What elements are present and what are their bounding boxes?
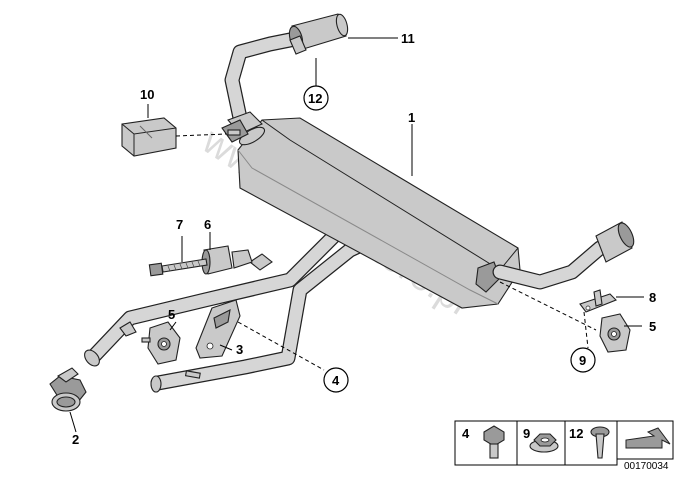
bolt-m8 <box>148 258 208 277</box>
legend-label-4: 4 <box>462 426 470 441</box>
callout-1: 1 <box>408 110 415 125</box>
legend-box-12 <box>564 420 618 466</box>
pipe-clamp <box>49 367 87 412</box>
legend-box-4 <box>454 420 518 466</box>
callout-12: 12 <box>308 91 322 106</box>
callout-9-circle <box>570 347 596 373</box>
bracket <box>184 299 241 379</box>
insulation-block <box>121 117 177 157</box>
doc-number: 00170034 <box>624 461 669 472</box>
callout-4-circle <box>323 367 349 393</box>
leader-lines <box>69 37 644 433</box>
legend-label-9: 9 <box>523 426 530 441</box>
mounting-bracket-right <box>579 289 617 313</box>
hex-nut-icon <box>529 433 559 453</box>
screw-icon <box>590 426 610 459</box>
upper-tail-pipe <box>224 13 349 126</box>
rear-tail-pipe <box>492 221 635 290</box>
hex-bolt-icon <box>483 425 505 459</box>
rubber-bushing <box>201 245 253 275</box>
rubber-mount-left <box>141 321 181 365</box>
callout-3: 3 <box>236 342 243 357</box>
direction-arrow-icon <box>625 427 671 449</box>
inlet-clamp <box>221 119 249 143</box>
callout-11: 11 <box>401 31 415 46</box>
callout-9: 9 <box>579 353 586 368</box>
callout-5-left: 5 <box>168 307 175 322</box>
rear-silencer <box>227 111 521 309</box>
callout-2: 2 <box>72 432 79 447</box>
callout-4: 4 <box>332 373 340 388</box>
callout-10: 10 <box>140 87 154 102</box>
front-pipe-assembly <box>84 227 380 393</box>
legend-label-12: 12 <box>569 426 583 441</box>
callout-8: 8 <box>649 290 656 305</box>
callout-6: 6 <box>204 217 211 232</box>
legend: 4 9 12 <box>454 420 674 466</box>
callout-5-right: 5 <box>649 319 656 334</box>
callout-7: 7 <box>176 217 183 232</box>
rubber-mount-right <box>599 313 631 353</box>
callout-12-circle <box>303 85 329 111</box>
